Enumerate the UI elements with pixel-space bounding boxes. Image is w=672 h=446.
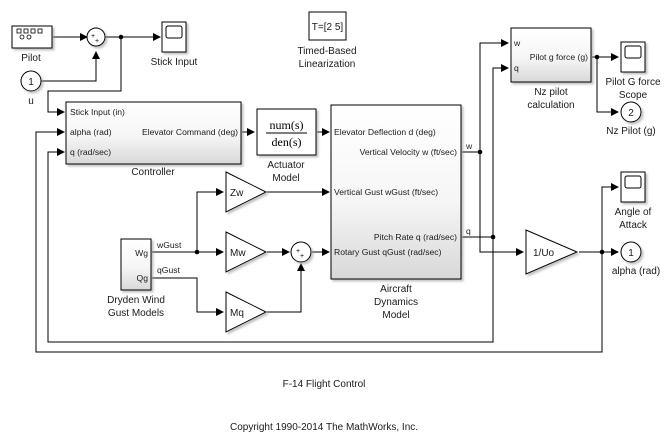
signal-builder-icon <box>16 28 43 40</box>
branch-dot <box>194 249 200 255</box>
aircraft-input-qgust: Rotary Gust qGust (rad/sec) <box>334 247 442 257</box>
gain-1-over-uo[interactable]: 1/Uo <box>525 229 579 275</box>
gain-mw[interactable]: Mw <box>225 231 268 273</box>
outport-alpha[interactable]: 1 alpha (rad) <box>612 241 660 277</box>
wire-sum-controller[interactable] <box>47 37 122 116</box>
controller-block[interactable]: Stick Input (in) alpha (rad) q (rad/sec)… <box>65 101 242 178</box>
nz-pilot-calculation-block[interactable]: w q Pilot g force (g) Nz pilot calculati… <box>510 27 592 111</box>
aoa-scope-label-2: Attack <box>619 220 648 231</box>
nz-input-q: q <box>514 63 519 73</box>
dryden-label-1: Dryden Wind <box>107 295 165 306</box>
controller-label: Controller <box>131 167 175 178</box>
dryden-gust-block[interactable]: Wg Qg Dryden Wind Gust Models <box>107 238 165 319</box>
controller-output: Elevator Command (deg) <box>142 127 238 137</box>
dryden-label-2: Gust Models <box>108 308 164 319</box>
controller-input-q: q (rad/sec) <box>70 147 111 157</box>
actuator-numerator: num(s) <box>270 118 304 132</box>
gain-mq-text: Mq <box>230 308 244 319</box>
stick-input-scope[interactable]: Stick Input <box>151 21 198 68</box>
g-scope-label-2: Scope <box>619 90 648 101</box>
wire-q-feedback[interactable] <box>47 148 494 343</box>
outport-alpha-number: 1 <box>628 248 634 259</box>
aircraft-output-w: Vertical Velocity w (ft/sec) <box>360 147 458 157</box>
wire-w-nz[interactable] <box>462 39 509 153</box>
aircraft-input-wgust: Vertical Gust wGust (ft/sec) <box>334 187 438 197</box>
wire-alpha-feedback[interactable] <box>35 128 603 353</box>
sum-gust[interactable]: + + <box>290 241 312 263</box>
scope-icon <box>624 45 642 59</box>
actuator-label-1: Actuator <box>267 160 305 171</box>
plus-sign: + <box>300 253 304 260</box>
wire-nz-out2[interactable] <box>596 57 619 116</box>
gain-mw-text: Mw <box>230 248 246 259</box>
aircraft-dynamics-block[interactable]: Elevator Deflection d (deg) Vertical Gus… <box>330 104 462 321</box>
pilot-label: Pilot <box>21 53 41 64</box>
wire-qg-mq[interactable] <box>152 277 224 316</box>
outport-nz-number: 2 <box>628 108 634 119</box>
branch-dot <box>594 54 600 60</box>
nz-input-w: w <box>513 38 521 48</box>
actuator-model-block[interactable]: num(s) den(s) Actuator Model <box>256 108 317 184</box>
inport-u[interactable]: 1 u <box>20 70 42 107</box>
branch-dot <box>599 249 605 255</box>
signal-label-q: q <box>466 226 471 236</box>
pilot-block[interactable]: Pilot <box>11 25 53 64</box>
actuator-denominator: den(s) <box>272 135 302 149</box>
controller-input-alpha: alpha (rad) <box>70 127 112 137</box>
aircraft-input-elevator: Elevator Deflection d (deg) <box>334 127 436 137</box>
wire-u-sum[interactable] <box>41 51 100 82</box>
gain-uo-text: 1/Uo <box>533 248 555 259</box>
signal-lines <box>35 33 619 353</box>
sum-pilot[interactable]: + + <box>86 27 106 47</box>
signal-label-qgust: qGust <box>157 265 181 275</box>
outport-nz-pilot[interactable]: 2 Nz Pilot (g) <box>606 101 656 137</box>
pilot-g-force-scope[interactable]: Pilot G force Scope <box>605 41 661 101</box>
plus-sign: + <box>91 33 95 40</box>
timed-lin-label-2: Linearization <box>299 59 356 70</box>
aoa-scope-label-1: Angle of <box>615 207 652 218</box>
model-title: F-14 Flight Control <box>283 379 366 390</box>
signal-label-wgust: wGust <box>156 240 182 250</box>
timed-lin-text: T=[2 5] <box>312 22 344 33</box>
scope-icon <box>624 175 642 189</box>
stick-scope-label: Stick Input <box>151 57 198 68</box>
branch-dot <box>477 149 483 155</box>
outport-alpha-label: alpha (rad) <box>612 266 660 277</box>
angle-of-attack-scope[interactable]: Angle of Attack <box>615 171 652 231</box>
plus-sign: + <box>296 248 300 255</box>
g-scope-label-1: Pilot G force <box>605 77 660 88</box>
wire-wg-zw[interactable] <box>196 188 224 252</box>
outport-nz-label: Nz Pilot (g) <box>606 126 655 137</box>
wire-w-uo[interactable] <box>479 152 524 256</box>
nz-label-2: calculation <box>527 100 574 111</box>
wire-mq-sum[interactable] <box>267 263 305 313</box>
branch-points <box>118 34 605 255</box>
plus-sign: + <box>95 38 99 45</box>
aircraft-output-q: Pitch Rate q (rad/sec) <box>374 232 457 242</box>
actuator-label-2: Model <box>272 173 299 184</box>
scope-icon <box>165 25 183 39</box>
timed-lin-label-1: Timed-Based <box>297 46 356 57</box>
signal-label-w: w <box>465 141 473 151</box>
branch-dot <box>118 34 124 40</box>
inport-u-label: u <box>28 96 34 107</box>
aircraft-label-3: Model <box>382 310 409 321</box>
copyright-notice: Copyright 1990-2014 The MathWorks, Inc. <box>230 422 418 433</box>
dryden-output-wg: Wg <box>135 248 148 258</box>
gain-zw[interactable]: Zw <box>225 171 268 213</box>
aircraft-label-2: Dynamics <box>374 297 418 308</box>
controller-input-stick: Stick Input (in) <box>70 107 125 117</box>
branch-dot <box>490 234 496 240</box>
dryden-output-qg: Qg <box>137 273 149 283</box>
wire-q-nz[interactable] <box>462 64 509 238</box>
nz-output: Pilot g force (g) <box>530 52 588 62</box>
gain-zw-text: Zw <box>230 188 244 199</box>
aircraft-label-1: Aircraft <box>380 284 412 295</box>
gain-mq[interactable]: Mq <box>225 291 268 333</box>
nz-label-1: Nz pilot <box>534 87 568 98</box>
wire-uo-aoascope[interactable] <box>601 183 619 252</box>
timed-linearization-block[interactable]: T=[2 5] Timed-Based Linearization <box>297 11 357 70</box>
inport-u-number: 1 <box>28 77 34 88</box>
